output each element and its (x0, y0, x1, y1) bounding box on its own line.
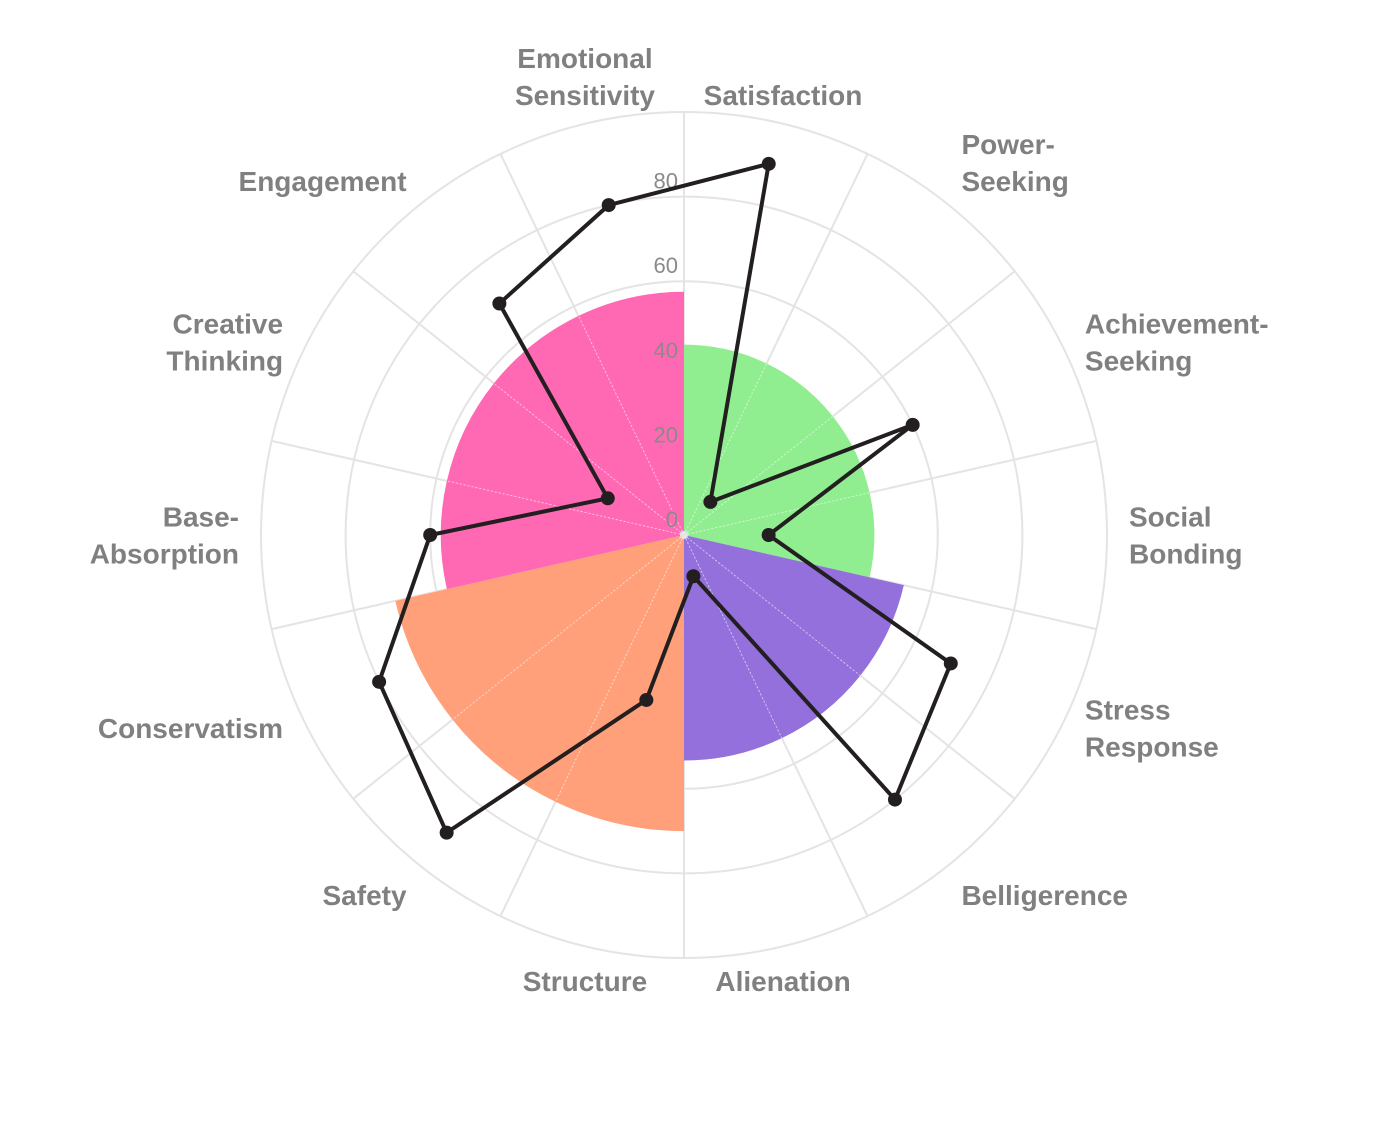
bar-wedge (684, 363, 833, 535)
category-label: Alienation (715, 966, 850, 997)
bar-separator (578, 315, 685, 536)
category-label: Base-Absorption (90, 502, 239, 570)
score-marker[interactable] (601, 198, 616, 213)
category-label: Conservatism (98, 713, 283, 744)
radial-tick-label: 60 (654, 253, 678, 278)
bar-separator (683, 534, 861, 676)
category-labels: SatisfactionPower-SeekingAchievement-See… (90, 43, 1269, 997)
bar-wedge (446, 383, 684, 535)
score-marker[interactable] (423, 528, 438, 542)
bar-separator (452, 534, 685, 721)
bar-wedge (684, 344, 767, 535)
score-marker[interactable] (639, 692, 654, 707)
bar-wedge (493, 315, 684, 535)
score-marker[interactable] (905, 417, 920, 432)
score-marker[interactable] (943, 656, 958, 671)
group-bars (395, 291, 904, 832)
bar-wedge (555, 535, 684, 832)
category-label: Safety (323, 880, 407, 911)
bar-wedge (684, 492, 875, 578)
score-marker[interactable] (439, 825, 454, 840)
score-marker[interactable] (686, 569, 701, 584)
category-label: Engagement (239, 166, 407, 197)
bar-separator (555, 534, 685, 802)
score-marker[interactable] (761, 528, 776, 542)
score-marker[interactable] (703, 494, 718, 509)
bar-wedge (684, 535, 861, 739)
category-label: Structure (523, 966, 647, 997)
bar-separator (683, 534, 783, 739)
bar-wedge (684, 535, 904, 676)
score-marker[interactable] (492, 296, 507, 311)
bar-separator (493, 382, 685, 536)
score-marker[interactable] (600, 491, 615, 506)
category-label: Satisfaction (704, 80, 863, 111)
category-label: Achievement-Seeking (1085, 308, 1269, 376)
category-label: Belligerence (961, 880, 1128, 911)
radial-tick-label: 0 (666, 507, 678, 532)
radial-tick-label: 40 (654, 338, 678, 363)
center-dot (680, 531, 688, 539)
bar-wedge (440, 480, 684, 590)
score-marker[interactable] (372, 674, 387, 689)
score-line (372, 156, 958, 840)
radial-tick-label: 20 (654, 422, 678, 447)
score-marker[interactable] (887, 792, 902, 807)
category-label: Power-Seeking (961, 129, 1068, 197)
bar-wedge (395, 535, 684, 720)
bar-wedge (578, 291, 684, 535)
bar-wedge (452, 535, 684, 802)
score-marker[interactable] (761, 156, 776, 171)
